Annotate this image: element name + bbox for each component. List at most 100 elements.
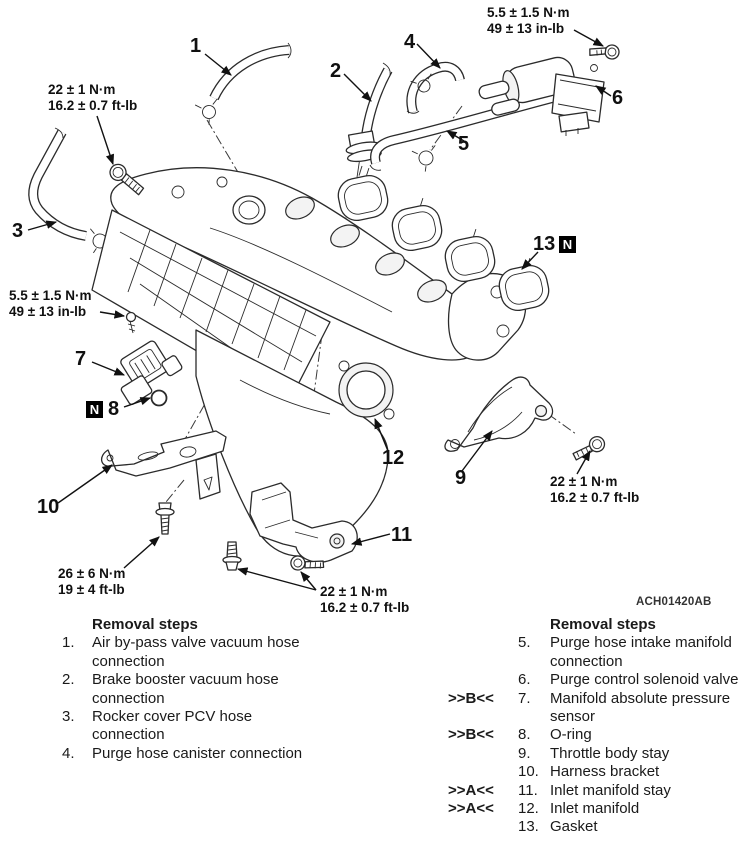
item-number: 9. <box>518 744 531 762</box>
flange-bolt <box>109 163 145 196</box>
item-text: Throttle body stay <box>550 744 670 762</box>
torque-label-22nm-topleft: 22 ± 1 N·m 16.2 ± 0.7 ft-lb <box>48 82 137 113</box>
callout-7: 7 <box>75 348 87 370</box>
item-number: 10. <box>518 763 539 781</box>
harness-bracket <box>101 430 227 500</box>
gasket <box>391 197 443 252</box>
exploded-diagram <box>27 29 620 591</box>
item-text: Harness bracket <box>550 763 660 781</box>
callout-11: 11 <box>391 524 413 546</box>
step-marker: >>B<< <box>448 689 494 707</box>
step-marker: >>A<< <box>448 800 494 818</box>
inlet-manifold-stay <box>249 482 358 563</box>
purge-hose-canister <box>406 61 465 114</box>
torque-line: 16.2 ± 0.7 ft-lb <box>550 489 640 505</box>
removal-steps-left: Removal steps 1. Air by-pass valve vacuu… <box>62 616 332 763</box>
callout-1: 1 <box>190 35 202 57</box>
hose-clamp <box>411 145 436 172</box>
removal-steps-right: Removal steps 5. Purge hose intake manif… <box>440 616 751 837</box>
leader-lines <box>27 43 612 546</box>
callout-8: 8 <box>108 398 120 420</box>
torque-line: 22 ± 1 N·m <box>48 82 116 97</box>
callout-5: 5 <box>458 133 470 155</box>
gaskets <box>337 167 550 312</box>
list-item: 5. Purge hose intake manifold connection <box>440 634 751 671</box>
removal-steps-header: Removal steps <box>550 616 656 633</box>
n-marker-badge: N <box>86 401 103 418</box>
torque-label-22nm-right: 22 ± 1 N·m 16.2 ± 0.7 ft-lb <box>550 474 639 505</box>
callout-13: 13 <box>533 233 556 255</box>
torque-line: 26 ± 6 N·m <box>58 566 126 581</box>
map-sensor-bolt <box>125 311 137 334</box>
stay-bolt <box>222 541 242 571</box>
item-number: 7. <box>518 689 531 707</box>
removal-steps-header: Removal steps <box>92 616 198 633</box>
list-item: >>A<< 12. Inlet manifold <box>440 800 751 818</box>
torque-line: 5.5 ± 1.5 N·m <box>9 288 92 303</box>
o-ring <box>150 389 168 407</box>
bracket-bolt <box>155 502 175 535</box>
gasket <box>444 228 496 283</box>
callout-6: 6 <box>612 87 624 109</box>
hose-clamp <box>194 98 218 125</box>
hose-clamp <box>410 73 432 93</box>
step-marker: >>B<< <box>448 726 494 744</box>
gasket <box>337 167 389 222</box>
callout-3: 3 <box>12 220 24 242</box>
map-sensor <box>120 340 183 406</box>
torque-label-26nm-bottomleft: 26 ± 6 N·m 19 ± 4 ft-lb <box>58 566 125 597</box>
item-text: Purge hose canister connection <box>92 744 303 762</box>
item-number: 5. <box>518 634 531 652</box>
list-item: 3. Rocker cover PCV hose connection <box>62 708 332 745</box>
item-text: O-ring <box>550 726 592 744</box>
item-text: Inlet manifold <box>550 800 640 818</box>
item-number: 11. <box>518 781 538 799</box>
torque-line: 49 ± 13 in-lb <box>487 20 565 36</box>
torque-line: 22 ± 1 N·m <box>320 584 388 599</box>
item-text: Purge hose intake manifold connection <box>550 634 732 670</box>
torque-leader-lines <box>96 29 604 591</box>
item-number: 6. <box>518 671 531 689</box>
list-item: >>B<< 7. Manifold absolute pressure sens… <box>440 690 751 727</box>
item-number: 2. <box>62 671 75 689</box>
torque-label-22nm-bottom: 22 ± 1 N·m 16.2 ± 0.7 ft-lb <box>320 584 409 615</box>
inlet-manifold <box>91 167 527 557</box>
throttle-body-stay <box>444 376 554 452</box>
callout-9: 9 <box>455 467 467 489</box>
figure-code: ACH01420AB <box>636 596 712 608</box>
callout-2: 2 <box>330 60 342 82</box>
list-item: >>B<< 8. O-ring <box>440 726 751 744</box>
torque-line: 5.5 ± 1.5 N·m <box>487 5 570 20</box>
item-number: 13. <box>518 818 539 836</box>
list-item: 2. Brake booster vacuum hose connection <box>62 671 332 708</box>
item-text: Rocker cover PCV hose connection <box>92 708 253 744</box>
list-item: 9. Throttle body stay <box>440 745 751 763</box>
item-text: Manifold absolute pressure sensor <box>550 689 731 726</box>
list-item: 1. Air by-pass valve vacuum hose connect… <box>62 634 332 671</box>
gasket <box>498 257 550 312</box>
list-item: 6. Purge control solenoid valve <box>440 671 751 689</box>
item-text: Brake booster vacuum hose connection <box>92 671 279 707</box>
purge-control-solenoid-valve <box>410 56 605 136</box>
n-marker-badge: N <box>559 236 576 253</box>
torque-line: 49 ± 13 in-lb <box>9 303 87 319</box>
item-text: Air by-pass valve vacuum hose connection <box>92 634 300 670</box>
list-item: 13. Gasket <box>440 818 751 836</box>
list-item: >>A<< 11. Inlet manifold stay <box>440 782 751 800</box>
pcv-hose <box>28 127 115 254</box>
step-marker: >>A<< <box>448 781 494 799</box>
item-text: Inlet manifold stay <box>550 781 671 799</box>
item-text: Purge control solenoid valve <box>550 671 739 689</box>
item-text: Gasket <box>550 818 598 836</box>
callout-4: 4 <box>404 31 416 53</box>
callout-12: 12 <box>382 447 405 469</box>
torque-line: 16.2 ± 0.7 ft-lb <box>320 599 410 615</box>
solenoid-bolt <box>589 44 620 60</box>
torque-label-5nm-topright: 5.5 ± 1.5 N·m 49 ± 13 in-lb <box>487 5 569 36</box>
list-item: 4. Purge hose canister connection <box>62 745 332 763</box>
item-number: 1. <box>62 634 75 652</box>
callout-10: 10 <box>37 496 60 518</box>
stay-bolt <box>290 555 325 571</box>
list-item: 10. Harness bracket <box>440 763 751 781</box>
